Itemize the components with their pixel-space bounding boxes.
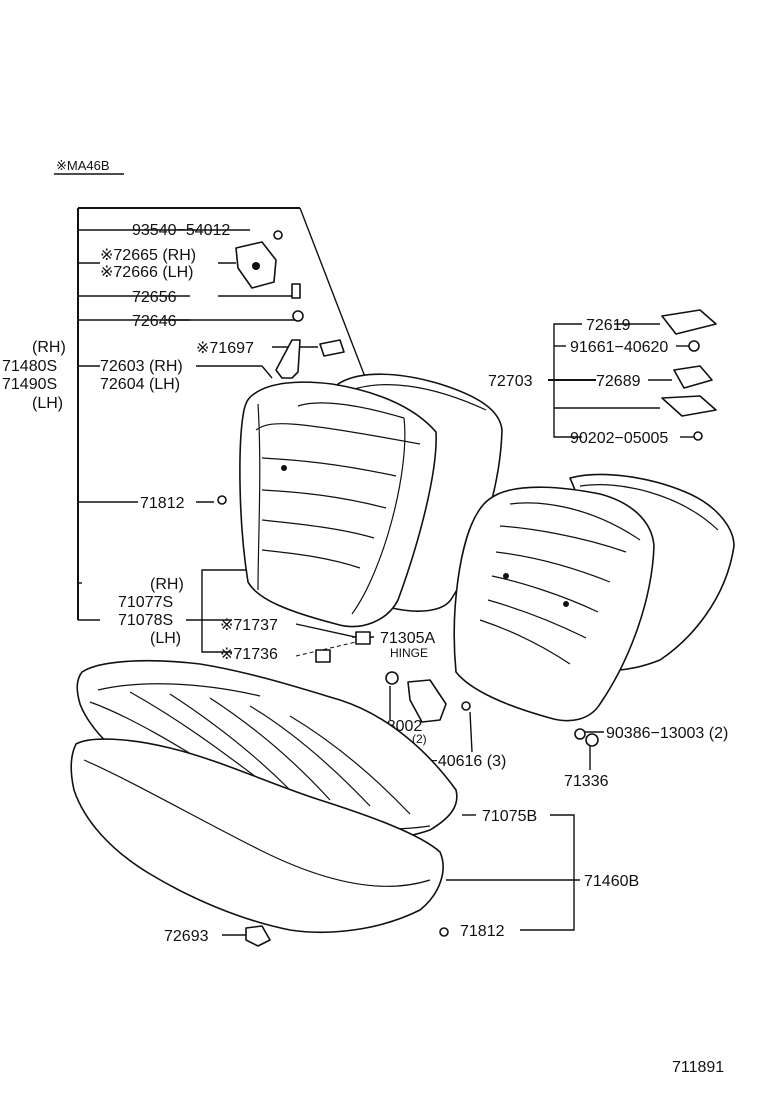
label-71737: ※71737 (220, 617, 278, 634)
bushing-71336 (585, 733, 599, 747)
bolt-72656 (291, 283, 301, 299)
bracket-72689 (673, 365, 713, 389)
label-rh-2: (RH) (150, 576, 184, 593)
cover-72619 (661, 309, 717, 335)
clip-71812-upper (217, 495, 227, 505)
label-72646: 72646 (132, 313, 177, 330)
label-72693: 72693 (164, 928, 209, 945)
plate-72703 (661, 395, 717, 417)
label-72656: 72656 (132, 289, 177, 306)
leader-91661b (469, 711, 473, 753)
leader-lines-left (166, 262, 374, 657)
seat-cushion-frame (70, 738, 444, 934)
label-90386-13003: 90386−13003 (2) (606, 725, 728, 742)
label-71490s: 71490S (2, 376, 57, 393)
seatback-bracket-lines (77, 207, 373, 621)
knob-71697 (319, 339, 345, 357)
label-72604: 72604 (LH) (100, 376, 180, 393)
label-71812-upper: 71812 (140, 495, 185, 512)
seatback-right (453, 486, 655, 722)
nut-72646 (292, 310, 304, 322)
label-72619: 72619 (586, 317, 631, 334)
label-91661-40620: 91661−40620 (570, 339, 668, 356)
label-rh-1: (RH) (32, 339, 66, 356)
label-93540-54012: 93540−54012 (132, 222, 230, 239)
label-hinge: HINGE (390, 646, 428, 660)
label-71305a: 71305A (380, 630, 435, 647)
label-71078s: 71078S (118, 612, 173, 629)
label-90389-qty: (2) (412, 732, 427, 746)
seatback-left (239, 381, 437, 628)
nut-90389 (385, 671, 399, 685)
label-71736: ※71736 (220, 646, 278, 663)
model-note: ※MA46B (56, 158, 110, 173)
bolt-91661b (461, 701, 471, 711)
bushing-71736 (315, 649, 331, 663)
label-71075b: 71075B (482, 808, 537, 825)
label-71480s: 71480S (2, 358, 57, 375)
label-71460b: 71460B (584, 873, 639, 890)
clip-71812-lower (439, 927, 449, 937)
bracket-72693 (245, 925, 271, 947)
hinge-71305a (407, 679, 447, 723)
figure-number: 711891 (672, 1059, 724, 1076)
lock-72665 (235, 241, 277, 289)
kit-bracket-lines (548, 323, 694, 438)
nut-90386 (574, 728, 586, 740)
label-71336: 71336 (564, 773, 609, 790)
bolt-93540 (273, 230, 283, 240)
label-72666: ※72666 (LH) (100, 264, 193, 281)
label-72603: 72603 (RH) (100, 358, 183, 375)
label-lh-2: (LH) (150, 630, 181, 647)
label-lh-1: (LH) (32, 395, 63, 412)
label-72665: ※72665 (RH) (100, 247, 196, 264)
label-71077s: 71077S (118, 594, 173, 611)
label-71697: ※71697 (196, 340, 254, 357)
latch-72603 (275, 339, 301, 379)
label-71812-lower: 71812 (460, 923, 505, 940)
label-72703: 72703 (488, 373, 533, 390)
nut-90202 (693, 431, 703, 441)
label-72689: 72689 (596, 373, 641, 390)
bolt-91661a (688, 340, 700, 352)
label-90202-05005: 90202−05005 (570, 430, 668, 447)
bushing-71737 (355, 631, 371, 645)
